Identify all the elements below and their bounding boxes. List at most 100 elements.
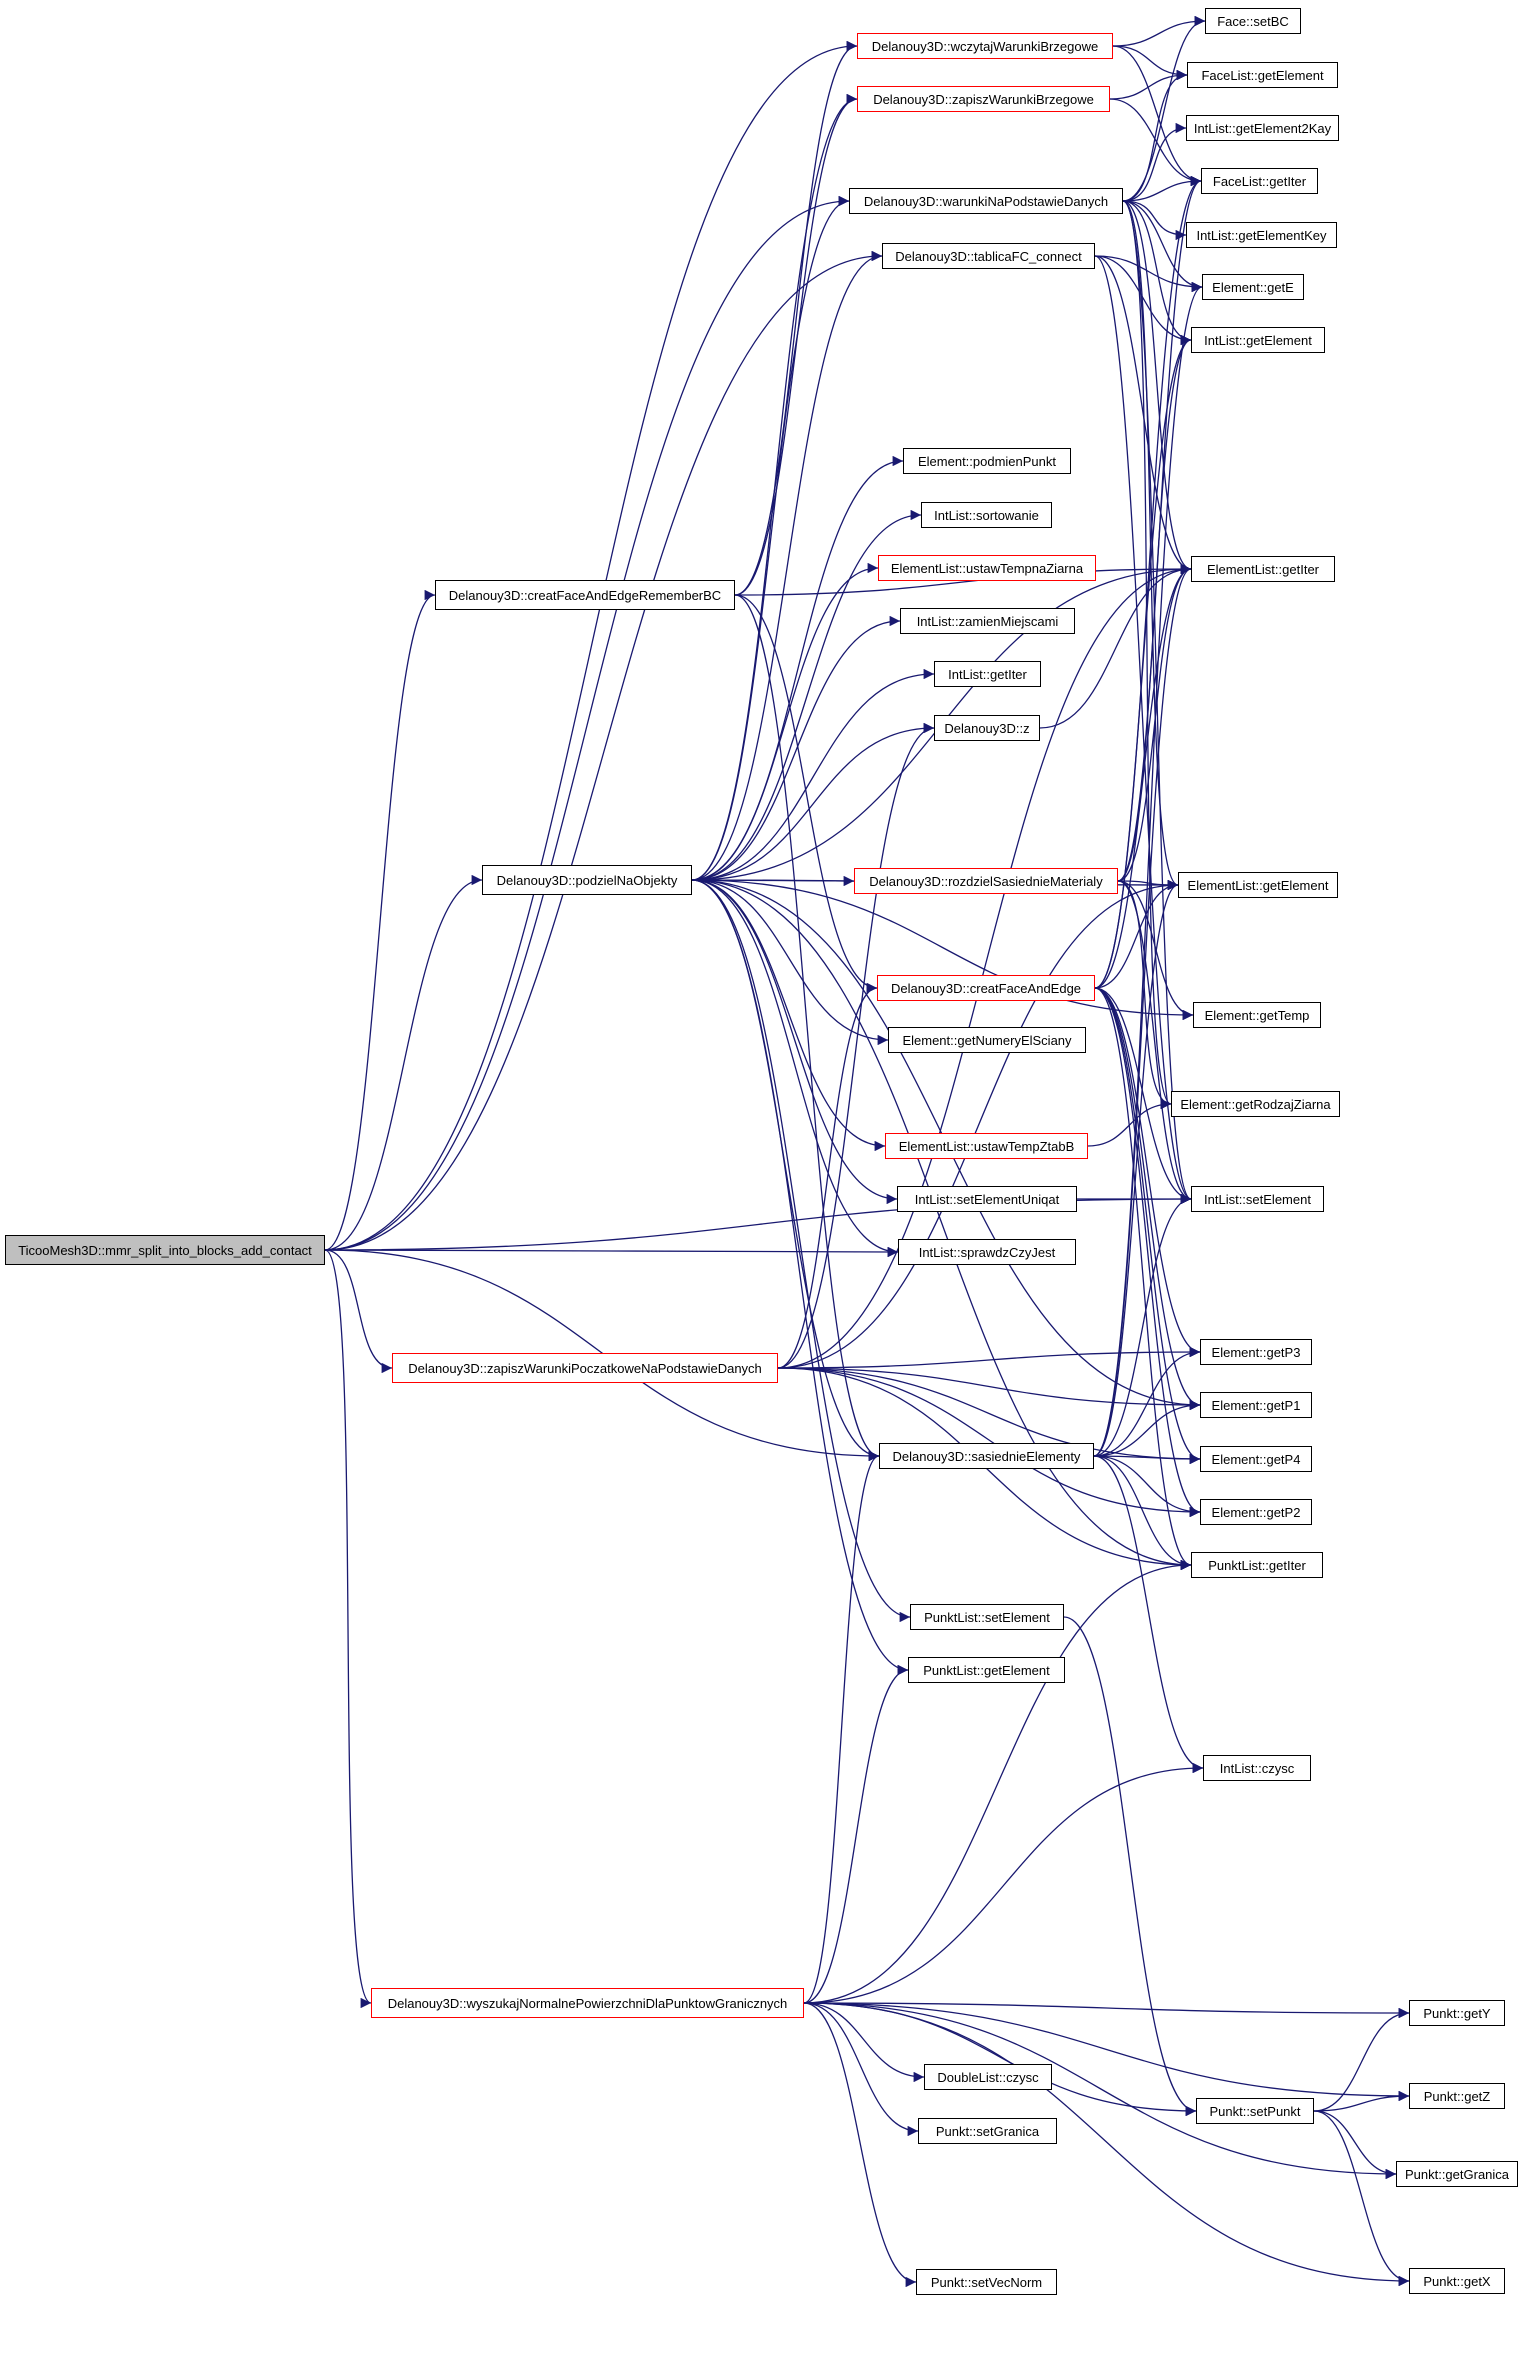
node-psp[interactable]: Punkt::setPunkt [1196, 2098, 1314, 2124]
edge-root-to-zwp [324, 1249, 393, 1374]
node-fsbc[interactable]: Face::setBC [1205, 8, 1301, 34]
edge-wyn-to-psg [803, 2002, 919, 2137]
node-psvn[interactable]: Punkt::setVecNorm [916, 2269, 1057, 2295]
edge-psp-to-pgx [1313, 2110, 1410, 2287]
edge-cfer-to-dse [734, 594, 880, 1462]
edge-elutt-to-egrz [1087, 1098, 1172, 1147]
node-flgi[interactable]: FaceList::getIter [1201, 168, 1318, 194]
node-epp[interactable]: Element::podmienPunkt [903, 448, 1071, 474]
edge-tfc-to-elgi [1094, 255, 1192, 575]
edge-wyn-to-psp [803, 2002, 1197, 2117]
node-dse[interactable]: Delanouy3D::sasiednieElementy [879, 1443, 1094, 1469]
edge-pno-to-zwb [691, 93, 858, 881]
node-egp1[interactable]: Element::getP1 [1200, 1392, 1312, 1418]
node-wyn[interactable]: Delanouy3D::wyszukajNormalnePowierzchniD… [371, 1988, 804, 2018]
edge-pno-to-plgi [691, 879, 1192, 1571]
edge-pno-to-elutz [691, 562, 879, 881]
edge-root-to-wyn [324, 1249, 372, 2009]
edge-wyn-to-plge [803, 1664, 909, 2004]
node-egp2[interactable]: Element::getP2 [1200, 1499, 1312, 1525]
edge-pno-to-ilscj [691, 879, 899, 1258]
edge-wyn-to-ilc [803, 1762, 1204, 2004]
node-ege[interactable]: Element::getE [1202, 274, 1304, 300]
edge-zwp-to-egp2 [777, 1367, 1201, 1518]
node-ilgek[interactable]: IntList::getElementKey [1186, 222, 1337, 248]
edge-cfe-to-plgi [1094, 987, 1192, 1571]
node-wwb[interactable]: Delanouy3D::wczytajWarunkiBrzegowe [857, 33, 1113, 59]
node-ilgi[interactable]: IntList::getIter [934, 661, 1041, 687]
edge-zwp-to-cfe [777, 982, 878, 1369]
node-elutz[interactable]: ElementList::ustawTempnaZiarna [878, 555, 1096, 581]
edge-cfe-to-egp1 [1094, 987, 1201, 1411]
edge-cfe-to-ilge [1094, 334, 1192, 989]
node-root: TicooMesh3D::mmr_split_into_blocks_add_c… [5, 1235, 325, 1265]
edge-psp-to-pgz [1313, 2090, 1410, 2112]
edge-pno-to-plge [691, 879, 909, 1676]
edge-root-to-tfc [324, 250, 883, 1251]
edge-wwb-to-flge [1112, 45, 1188, 81]
edge-zwb-to-flge [1109, 69, 1188, 100]
node-egrz[interactable]: Element::getRodzajZiarna [1171, 1091, 1340, 1117]
node-ils[interactable]: IntList::sortowanie [921, 502, 1052, 528]
node-wnpd[interactable]: Delanouy3D::warunkiNaPodstawieDanych [849, 188, 1123, 214]
node-dlc[interactable]: DoubleList::czysc [924, 2064, 1052, 2090]
node-egp3[interactable]: Element::getP3 [1200, 1339, 1312, 1365]
edge-zwp-to-egp4 [777, 1367, 1201, 1465]
node-pgx[interactable]: Punkt::getX [1409, 2268, 1505, 2294]
node-plge[interactable]: PunktList::getElement [908, 1657, 1065, 1683]
node-egp4[interactable]: Element::getP4 [1200, 1446, 1312, 1472]
node-ilc[interactable]: IntList::czysc [1203, 1755, 1311, 1781]
node-zwb[interactable]: Delanouy3D::zapiszWarunkiBrzegowe [857, 86, 1110, 112]
edge-psp-to-pgy [1313, 2007, 1410, 2112]
edge-tfc-to-ilse [1094, 255, 1192, 1204]
edge-pno-to-ils [691, 509, 922, 881]
edge-pno-to-plse [691, 879, 911, 1623]
node-ilgek2[interactable]: IntList::getElement2Kay [1186, 115, 1339, 141]
node-plse[interactable]: PunktList::setElement [910, 1604, 1064, 1630]
node-ilge[interactable]: IntList::getElement [1191, 327, 1325, 353]
node-zwp[interactable]: Delanouy3D::zapiszWarunkiPoczatkoweNaPod… [392, 1353, 778, 1383]
edge-wwb-to-fsbc [1112, 15, 1206, 47]
node-dz[interactable]: Delanouy3D::z [934, 715, 1040, 741]
edge-plse-to-psp [1063, 1616, 1197, 2117]
edge-rsm-to-ilse [1117, 880, 1192, 1205]
node-pgy[interactable]: Punkt::getY [1409, 2000, 1505, 2026]
edge-zwp-to-elge [777, 879, 1179, 1369]
node-flge[interactable]: FaceList::getElement [1187, 62, 1338, 88]
node-egne[interactable]: Element::getNumeryElSciany [888, 1027, 1086, 1053]
node-ilseu[interactable]: IntList::setElementUniqat [897, 1186, 1077, 1212]
edge-root-to-ilscj [324, 1246, 899, 1258]
node-pgz[interactable]: Punkt::getZ [1409, 2083, 1505, 2109]
node-elge[interactable]: ElementList::getElement [1178, 872, 1338, 898]
edge-root-to-wnpd [324, 195, 850, 1251]
node-ilscj[interactable]: IntList::sprawdzCzyJest [898, 1239, 1076, 1265]
node-cfer[interactable]: Delanouy3D::creatFaceAndEdgeRememberBC [435, 580, 735, 610]
edge-wnpd-to-ilge [1122, 200, 1192, 346]
edge-cfer-to-elgi [734, 563, 1192, 596]
edge-zwp-to-elgi [777, 563, 1192, 1369]
edge-pno-to-ilseu [691, 879, 898, 1205]
node-plgi[interactable]: PunktList::getIter [1191, 1552, 1323, 1578]
node-pgg[interactable]: Punkt::getGranica [1396, 2161, 1518, 2187]
edge-wyn-to-pgg [803, 2002, 1397, 2180]
node-cfe[interactable]: Delanouy3D::creatFaceAndEdge [877, 975, 1095, 1001]
edge-pno-to-egt [691, 879, 1194, 1021]
node-psg[interactable]: Punkt::setGranica [918, 2118, 1057, 2144]
edge-tfc-to-ege [1094, 255, 1203, 293]
edge-wyn-to-dlc [803, 2002, 925, 2083]
edge-zwp-to-dz [777, 722, 935, 1369]
node-elutt[interactable]: ElementList::ustawTempZtabB [885, 1133, 1088, 1159]
node-egt[interactable]: Element::getTemp [1193, 1002, 1321, 1028]
node-elgi[interactable]: ElementList::getIter [1191, 556, 1335, 582]
edge-dz-to-elgi [1039, 563, 1192, 729]
node-rsm[interactable]: Delanouy3D::rozdzielSasiednieMaterialy [854, 868, 1118, 894]
edge-zwp-to-egp3 [777, 1346, 1201, 1369]
node-tfc[interactable]: Delanouy3D::tablicaFC_connect [882, 243, 1095, 269]
node-pno[interactable]: Delanouy3D::podzielNaObjekty [482, 865, 692, 895]
edge-cfe-to-egp2 [1094, 987, 1201, 1518]
edge-pno-to-elutt [691, 879, 886, 1152]
edge-layer [324, 15, 1410, 2288]
node-ilzm[interactable]: IntList::zamienMiejscami [900, 608, 1075, 634]
node-ilse[interactable]: IntList::setElement [1191, 1186, 1324, 1212]
